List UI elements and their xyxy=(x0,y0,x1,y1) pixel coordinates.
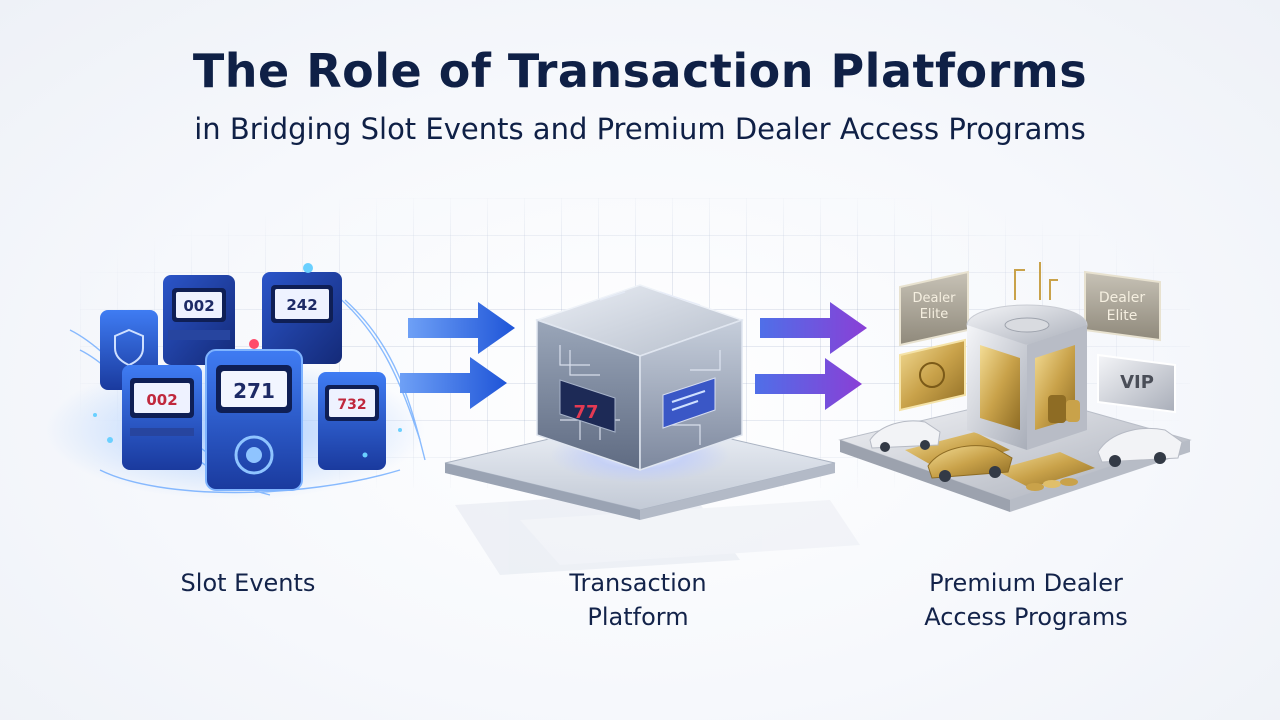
svg-text:Elite: Elite xyxy=(920,307,949,322)
sign-dealer-elite-right: Dealer Elite xyxy=(1084,270,1161,342)
slot-machine-5: 732 xyxy=(318,372,386,470)
arrow-platform-to-dealer-top xyxy=(760,302,867,354)
slot-machine-4: 271 xyxy=(205,339,303,491)
label-premium-dealer: Premium Dealer Access Programs xyxy=(924,569,1128,631)
car-white-left xyxy=(869,420,941,452)
sign-vip: VIP xyxy=(1097,353,1176,414)
svg-text:271: 271 xyxy=(233,379,275,403)
label-transaction-platform: Transaction Platform xyxy=(569,569,707,631)
slot-events-illustration: 002 242 002 271 xyxy=(45,263,426,500)
dealer-vault-building xyxy=(966,262,1088,450)
page-subtitle: in Bridging Slot Events and Premium Deal… xyxy=(194,112,1086,146)
sign-dealer-elite-left: Dealer Elite xyxy=(899,270,969,347)
page-title: The Role of Transaction Platforms xyxy=(192,44,1088,98)
svg-text:Dealer: Dealer xyxy=(1099,290,1145,306)
svg-text:242: 242 xyxy=(286,296,317,314)
slot-machine-2: 242 xyxy=(262,263,342,364)
svg-text:77: 77 xyxy=(573,402,598,423)
arrow-slot-to-platform-top xyxy=(408,302,515,354)
sign-gold-emblem xyxy=(899,338,966,412)
gold-coins xyxy=(1026,478,1078,491)
arrow-platform-to-dealer-bottom xyxy=(755,358,862,410)
slot-machine-1: 002 xyxy=(163,275,235,365)
slot-machine-3: 002 xyxy=(122,365,202,470)
arrow-slot-to-platform-bottom xyxy=(400,357,507,409)
transaction-platform-illustration: 77 xyxy=(444,284,860,575)
car-white-right xyxy=(1097,427,1183,467)
svg-text:Elite: Elite xyxy=(1107,308,1138,324)
label-slot-events: Slot Events xyxy=(180,569,316,597)
premium-dealer-illustration: Dealer Elite Dealer Elite VIP xyxy=(838,262,1192,512)
svg-text:002: 002 xyxy=(146,391,177,409)
svg-text:732: 732 xyxy=(337,397,366,413)
svg-text:VIP: VIP xyxy=(1120,372,1154,393)
car-gold-center xyxy=(927,445,1013,482)
svg-text:002: 002 xyxy=(183,297,214,315)
svg-text:Dealer: Dealer xyxy=(913,291,957,306)
